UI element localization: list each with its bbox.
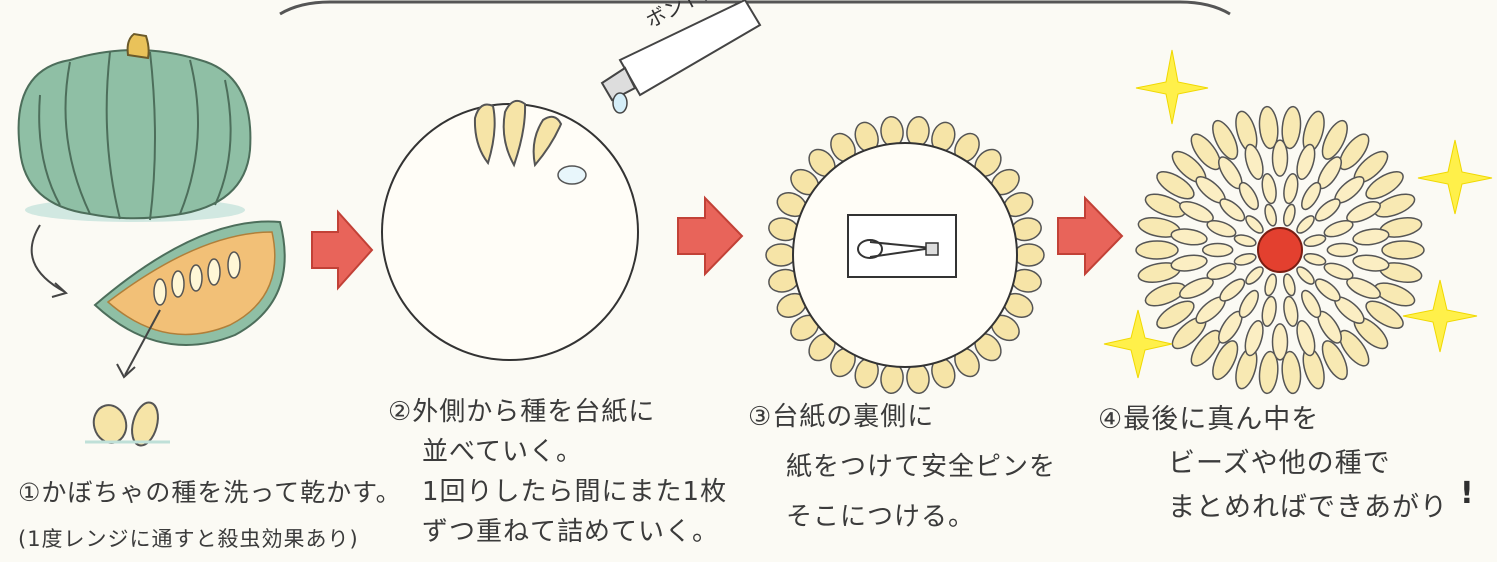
flower-seed: [1303, 234, 1327, 248]
glue-bottle-icon: [600, 0, 762, 114]
flower-seed: [1296, 319, 1316, 357]
flower-seed: [1206, 219, 1237, 238]
seed-icon: [85, 401, 170, 447]
flower-seed: [1245, 266, 1264, 285]
step-2-line: ②外側から種を台紙に: [388, 397, 656, 427]
rim-seed: [765, 243, 797, 267]
flower-seed: [1170, 254, 1208, 272]
step-1-note: (1度レンジに通すと殺虫効果あり): [18, 527, 359, 551]
flower-seed: [1301, 289, 1322, 319]
flower-seed: [1271, 139, 1289, 177]
flower-seed: [1179, 200, 1214, 223]
step-1-caption: ①かぼちゃの種を洗って乾かす。 (1度レンジに通すと殺虫効果あり): [18, 470, 402, 562]
step-4-line: ④最後に真ん中を: [1098, 404, 1320, 435]
flower-seed: [1338, 133, 1370, 171]
flower-seed: [1321, 340, 1348, 381]
flower-seed: [1296, 215, 1315, 234]
curved-arrow: [30, 224, 66, 293]
flower-seed: [1326, 242, 1359, 258]
flower-seed: [1314, 198, 1341, 222]
flower-seed: [1381, 240, 1425, 260]
step-2-line: 並べていく。: [422, 437, 583, 467]
flower-seed: [1135, 240, 1179, 260]
flower-seed: [1301, 181, 1322, 211]
seed-rim: [765, 115, 1045, 395]
flower-seed: [1261, 295, 1277, 327]
seed-icon: [473, 99, 563, 168]
step-3-caption: ③台紙の裏側に 紙をつけて安全ピンを そこにつける。: [748, 392, 1056, 542]
flower-seed: [1296, 266, 1315, 285]
flower-seed: [1271, 323, 1289, 361]
rim-seed: [1013, 243, 1045, 267]
step-3-line: ③台紙の裏側に: [748, 402, 935, 432]
flower-seed: [1238, 289, 1259, 319]
flower-seed: [1244, 143, 1264, 181]
flower-seed: [1365, 171, 1404, 200]
step-4-line: まとめればできあがり: [1168, 492, 1448, 523]
flower-seed: [1282, 203, 1296, 227]
flower-seed: [1281, 105, 1302, 150]
step-2-line: 1回りしたら間にまた1枚: [422, 477, 728, 507]
flower-seed: [1170, 228, 1208, 246]
exclamation-mark: !: [1460, 476, 1474, 511]
flower-seed: [1321, 119, 1348, 160]
step-4-caption: ④最後に真ん中を ビーズや他の種で まとめればできあがり: [1098, 398, 1448, 530]
flower-seed: [1206, 262, 1237, 281]
flower-seed: [1179, 277, 1214, 300]
flower-seed: [1201, 242, 1234, 258]
top-border: [279, 0, 1231, 16]
step-arrow-icon: [311, 209, 374, 291]
step-3-line: 紙をつけて安全ピンを: [786, 452, 1057, 482]
flower-seed: [1323, 219, 1354, 238]
flower-seed: [1264, 273, 1278, 297]
pumpkin-slice-icon: [93, 220, 286, 346]
flower-seed: [1258, 105, 1279, 150]
step-2-line: ずつ重ねて詰めていく。: [422, 517, 720, 547]
flower-seed: [1281, 350, 1302, 395]
pumpkin-icon: [17, 32, 252, 222]
flower-seed: [1314, 278, 1341, 302]
flower-seed: [1219, 278, 1246, 302]
flower-seed: [1261, 173, 1277, 205]
flower-seed: [1338, 329, 1370, 367]
flower-seed: [1233, 234, 1257, 248]
flower-seed: [1283, 295, 1299, 327]
step-3-line: そこにつける。: [786, 502, 976, 532]
flower-seed: [1190, 329, 1222, 367]
flower-seed: [1346, 200, 1381, 223]
flower-seed: [1323, 262, 1354, 281]
sparkle-icon: [1103, 49, 1493, 379]
flower-seed: [1233, 252, 1257, 266]
down-arrow: [124, 309, 161, 376]
flower-brooch-icon: [1135, 105, 1425, 395]
flower-seed: [1264, 203, 1278, 227]
flower-seed: [1346, 277, 1381, 300]
flower-seed: [1238, 181, 1259, 211]
flower-seed: [1156, 300, 1195, 329]
flower-seed: [1296, 143, 1316, 181]
flower-seed: [1283, 173, 1299, 205]
flower-seed: [1245, 215, 1264, 234]
step-4-line: ビーズや他の種で: [1168, 448, 1391, 479]
flower-seed: [1212, 340, 1239, 381]
flower-center: [1257, 227, 1303, 273]
safety-pin-icon: [857, 239, 939, 259]
flower-seed: [1212, 119, 1239, 160]
glue-drop: [557, 165, 587, 185]
flower-seed: [1365, 300, 1404, 329]
flower-seed: [1282, 273, 1296, 297]
step-2-caption: ②外側から種を台紙に 並べていく。 1回りしたら間にまた1枚 ずつ重ねて詰めてい…: [388, 392, 727, 552]
flower-seed: [1303, 252, 1327, 266]
flower-seed: [1258, 350, 1279, 395]
flower-seed: [1352, 228, 1390, 246]
step-arrow-icon: [1057, 195, 1124, 277]
flower-seed: [1244, 319, 1264, 357]
step-arrow-icon: [677, 195, 744, 277]
flower-seed: [1352, 254, 1390, 272]
flower-seed: [1190, 133, 1222, 171]
flower-seed: [1219, 198, 1246, 222]
step-1-text: ①かぼちゃの種を洗って乾かす。: [18, 478, 402, 507]
flower-seed: [1156, 171, 1195, 200]
